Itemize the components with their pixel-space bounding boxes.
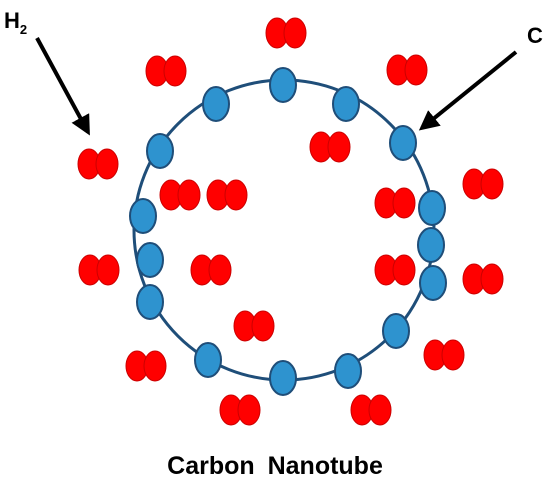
- hydrogen-molecule: [159, 179, 201, 211]
- hydrogen-atom: [251, 310, 275, 342]
- hydrogen-atom: [163, 55, 187, 87]
- hydrogen-molecule: [206, 179, 248, 211]
- hydrogen-atom: [480, 263, 504, 295]
- hydrogen-molecule: [233, 310, 275, 342]
- carbon-atom: [418, 190, 446, 226]
- hydrogen-atom: [224, 179, 248, 211]
- carbon-atom: [382, 313, 410, 349]
- carbon-atom: [332, 86, 360, 122]
- carbon-atom: [129, 198, 157, 234]
- hydrogen-atom: [441, 339, 465, 371]
- hydrogen-atom: [177, 179, 201, 211]
- hydrogen-molecule: [145, 55, 187, 87]
- hydrogen-molecule: [462, 263, 504, 295]
- hydrogen-molecule: [386, 54, 428, 86]
- carbon-atoms: [129, 67, 447, 396]
- carbon-atom: [334, 353, 362, 389]
- hydrogen-atom: [392, 254, 416, 286]
- hydrogen-molecule: [77, 148, 119, 180]
- carbon-arrow: [418, 50, 518, 131]
- h2-label: H2: [4, 8, 27, 37]
- hydrogen-molecules: [77, 17, 504, 426]
- hydrogen-atom: [283, 17, 307, 49]
- h2-arrow: [35, 37, 90, 136]
- hydrogen-atom: [392, 187, 416, 219]
- carbon-atom: [136, 242, 164, 278]
- carbon-atom: [269, 67, 297, 103]
- hydrogen-atom: [404, 54, 428, 86]
- carbon-atom: [194, 342, 222, 378]
- carbon-atom: [269, 360, 297, 396]
- hydrogen-molecule: [423, 339, 465, 371]
- hydrogen-atom: [143, 350, 167, 382]
- carbon-atom: [417, 227, 445, 263]
- carbon-atom: [202, 86, 230, 122]
- hydrogen-molecule: [462, 168, 504, 200]
- carbon-atom: [146, 133, 174, 169]
- hydrogen-molecule: [374, 254, 416, 286]
- hydrogen-molecule: [374, 187, 416, 219]
- hydrogen-atom: [368, 394, 392, 426]
- hydrogen-atom: [95, 148, 119, 180]
- hydrogen-molecule: [265, 17, 307, 49]
- hydrogen-atom: [208, 254, 232, 286]
- carbon-label: C: [527, 23, 543, 48]
- diagram-caption: Carbon Nanotube: [167, 452, 383, 480]
- hydrogen-molecule: [190, 254, 232, 286]
- hydrogen-atom: [327, 131, 351, 163]
- hydrogen-molecule: [219, 394, 261, 426]
- hydrogen-atom: [237, 394, 261, 426]
- hydrogen-molecule: [78, 254, 120, 286]
- carbon-atom: [389, 125, 417, 161]
- carbon-atom: [136, 284, 164, 320]
- hydrogen-molecule: [350, 394, 392, 426]
- h2-label-main: H: [4, 8, 20, 33]
- h2-label-subscript: 2: [20, 22, 27, 37]
- carbon-atom: [419, 265, 447, 301]
- hydrogen-atom: [96, 254, 120, 286]
- hydrogen-atom: [480, 168, 504, 200]
- hydrogen-molecule: [309, 131, 351, 163]
- hydrogen-molecule: [125, 350, 167, 382]
